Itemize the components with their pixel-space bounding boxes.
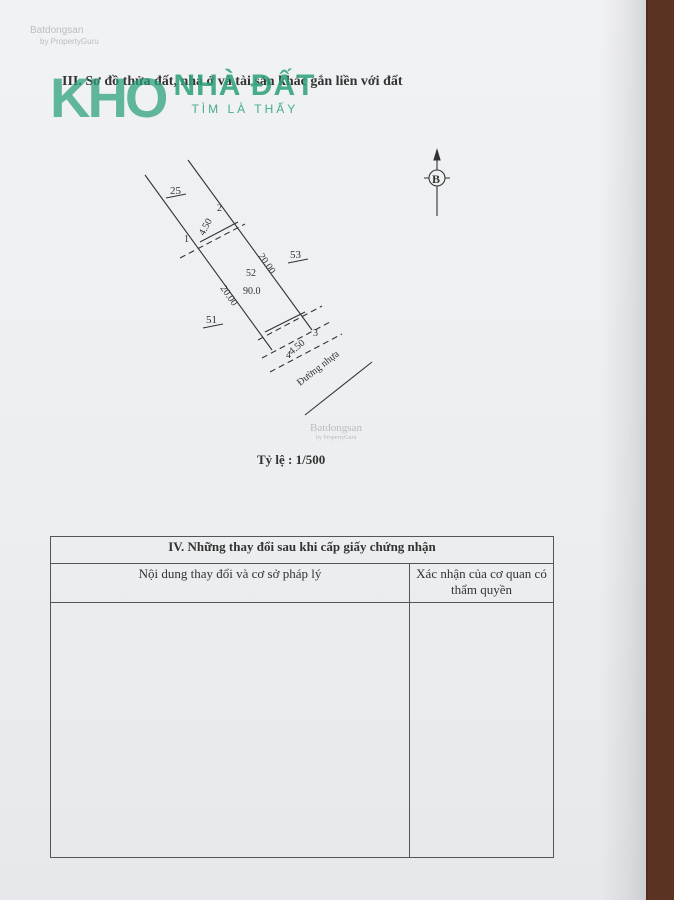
- vertex-2-label: 2: [217, 203, 222, 214]
- watermark-site-name: Batdongsan: [30, 25, 84, 36]
- road-edge-line: [304, 361, 373, 416]
- neighbor-east-label: 53: [290, 249, 302, 261]
- parcel-bottom-edge: [264, 311, 306, 333]
- top-width-label: 4.50: [197, 217, 215, 238]
- parcel-top-dashed: [179, 223, 246, 259]
- parcel-right-boundary: [187, 159, 313, 331]
- scale-label: Tỷ lệ : 1/500: [257, 452, 326, 467]
- parcel-bottom-dashed-2: [261, 321, 331, 359]
- neighbor-53-underline: [287, 258, 309, 264]
- north-marker-label: B: [432, 172, 440, 186]
- watermark-logo-tagline: TÌM LÀ THẤY: [191, 102, 299, 116]
- column-header-content: Nội dung thay đổi và cơ sở pháp lý: [50, 563, 410, 603]
- road-label: Đường nhựa: [295, 348, 342, 388]
- section-iii-title: III. Sơ đồ thửa đất, nhà ở và tài sản kh…: [62, 74, 403, 89]
- page-fold-shadow: [600, 0, 648, 900]
- changes-confirmation-cell: [409, 602, 554, 858]
- north-arrow-circle: [428, 169, 446, 187]
- neighbor-west-label: 51: [206, 314, 217, 326]
- parcel-bottom-dashed-1: [257, 305, 323, 341]
- neighbor-north-label: 25: [170, 185, 182, 197]
- watermark-center-site: Batdongsan: [310, 422, 362, 434]
- vertex-4-label: 4: [286, 350, 291, 361]
- changes-content-cell: [50, 602, 410, 858]
- watermark-logo-kho: KHO: [50, 66, 168, 129]
- watermark-logo-name: NHÀ ĐẤT: [173, 69, 316, 102]
- changes-table: IV. Những thay đổi sau khi cấp giấy chứn…: [50, 536, 554, 858]
- parcel-diagram: B 25 53 51 52 90.0 1 2 3 4 4.50 4.50 20.…: [144, 148, 450, 441]
- road-dashed-line: [269, 333, 343, 373]
- parcel-left-boundary: [144, 174, 273, 351]
- vertex-1-label: 1: [184, 234, 189, 245]
- north-arrow-head: [433, 148, 441, 161]
- neighbor-25-underline: [165, 193, 187, 199]
- column-header-confirmation: Xác nhận của cơ quan có thẩm quyền: [409, 563, 554, 603]
- parcel-number-label: 52: [246, 268, 256, 279]
- right-length-label: 20.00: [256, 251, 278, 276]
- parcel-top-edge: [199, 221, 239, 243]
- neighbor-51-underline: [202, 323, 224, 329]
- vertex-3-label: 3: [313, 328, 318, 339]
- watermark-center-sub: by PropertyGuru: [316, 435, 357, 441]
- parcel-area-label: 90.0: [243, 286, 261, 297]
- watermark-logo: KHO NHÀ ĐẤT TÌM LÀ THẤY: [50, 70, 315, 126]
- left-length-label: 20.00: [218, 283, 240, 308]
- section-iv-title: IV. Những thay đổi sau khi cấp giấy chứn…: [50, 536, 554, 564]
- watermark-site-sub: by PropertyGuru: [40, 37, 99, 46]
